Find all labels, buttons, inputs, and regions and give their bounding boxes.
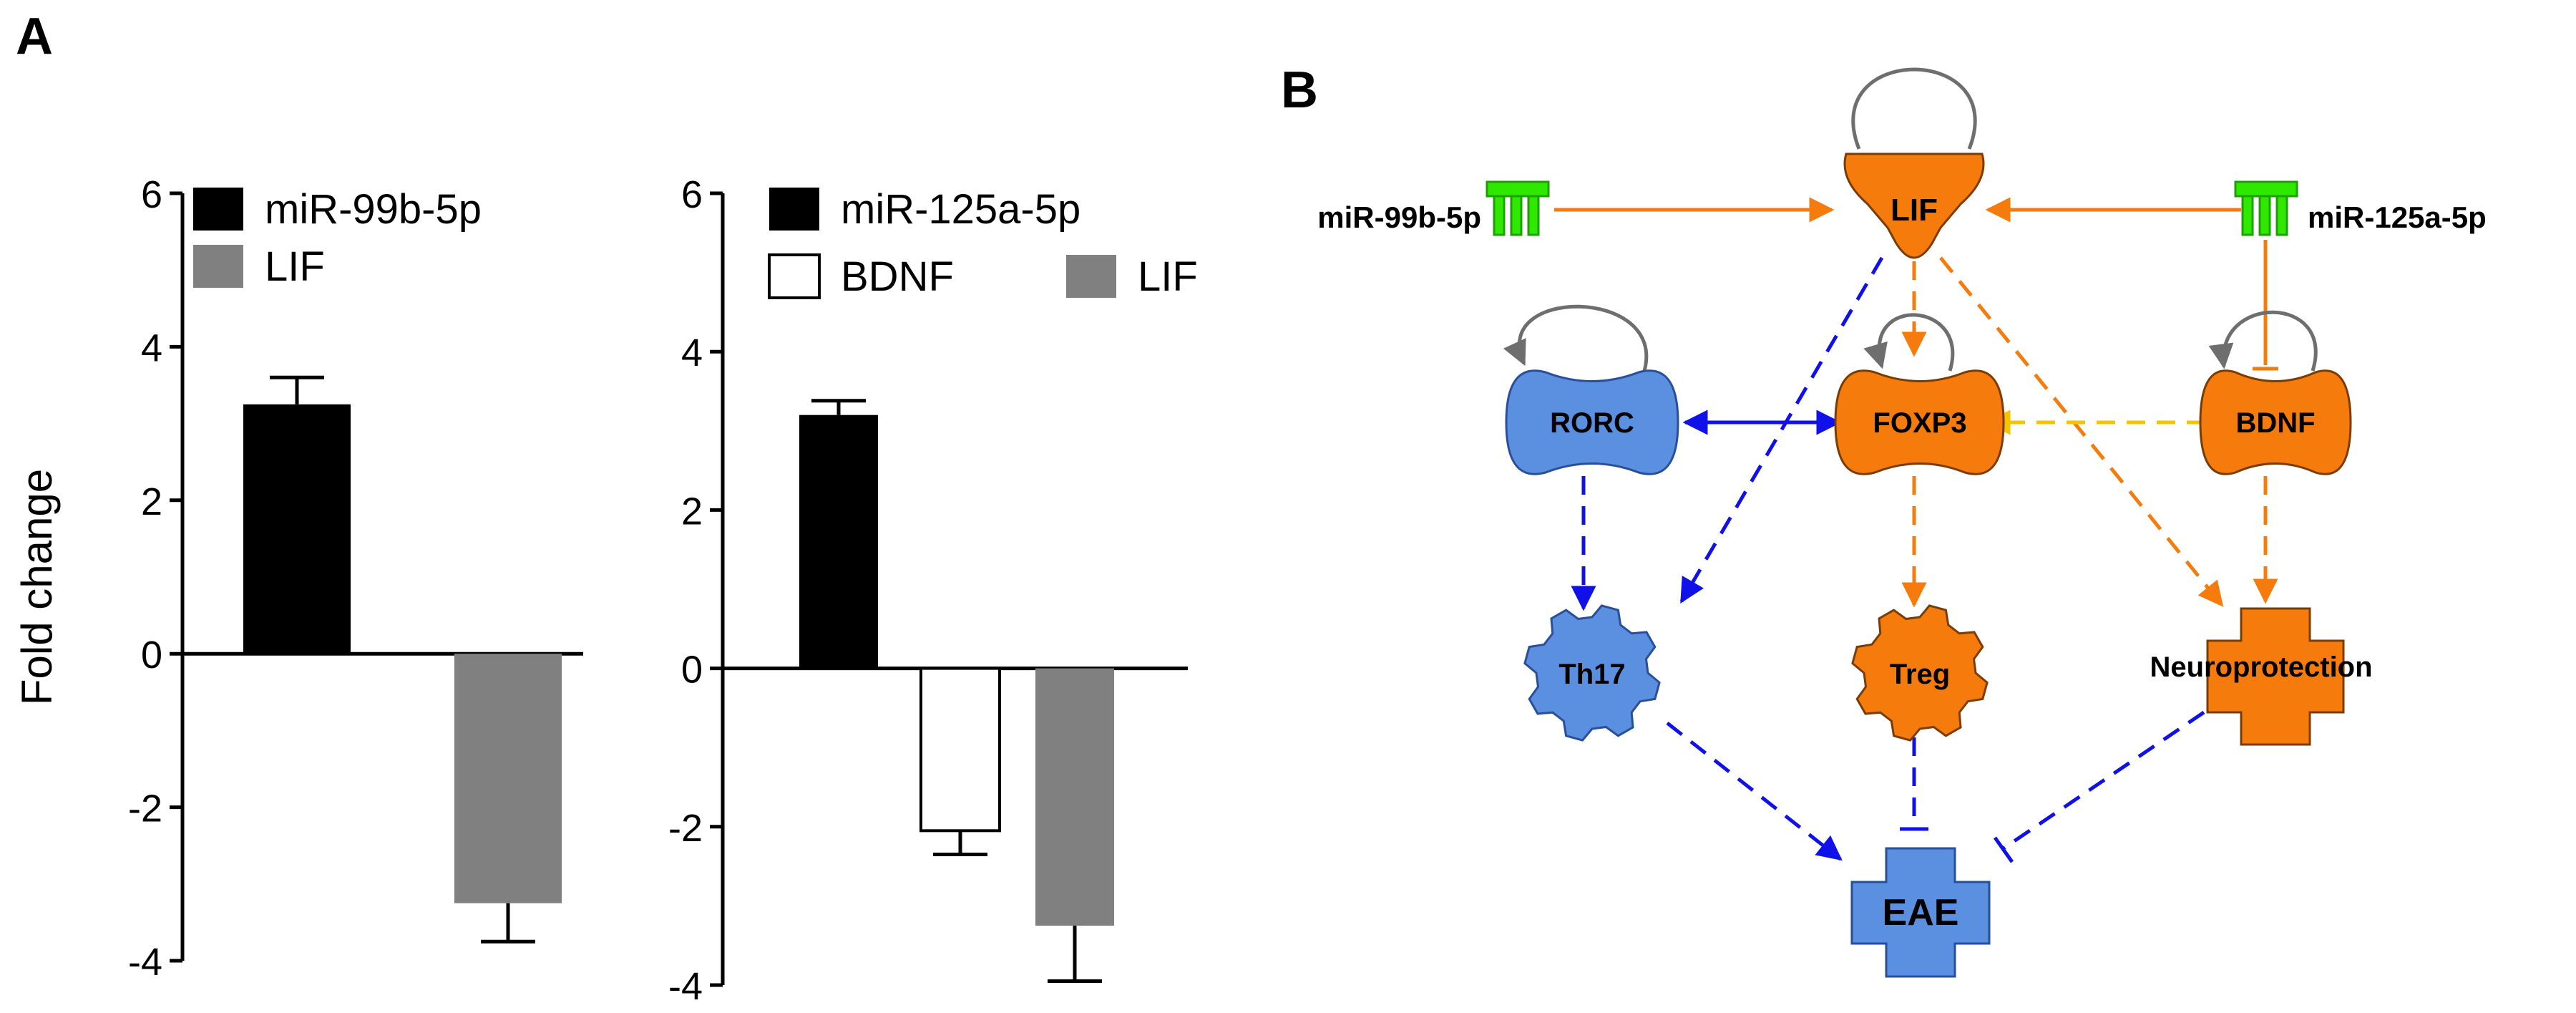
y-tick-label: 4	[141, 326, 162, 369]
mirna-icon-left	[1485, 180, 1550, 236]
legend-label: miR-125a-5p	[841, 186, 1080, 233]
y-tick-label: 2	[681, 490, 703, 533]
rorc-self-loop	[1503, 304, 1649, 372]
legend-label: LIF	[1138, 253, 1198, 300]
node-neuroprotection	[2206, 607, 2345, 746]
legend-swatch	[769, 188, 819, 231]
mirna-label-right: miR-125a-5p	[2308, 200, 2487, 234]
node-rorc	[1505, 369, 1679, 475]
y-tick-label: -2	[668, 807, 703, 850]
legend-label: LIF	[265, 243, 325, 290]
bar-bdnf	[919, 667, 1001, 833]
y-tick-label: -4	[128, 941, 162, 984]
edge-lif-neuroprotection	[1939, 256, 2224, 607]
y-tick-label: 0	[141, 634, 162, 677]
bar-lif	[454, 654, 562, 903]
legend-swatch	[193, 188, 243, 231]
bar-lif	[1035, 668, 1114, 926]
edge-neuroprotection-eae-bar	[1993, 836, 2014, 863]
node-bdnf	[2199, 369, 2352, 475]
node-th17	[1523, 604, 1661, 742]
legend-label: BDNF	[841, 253, 954, 300]
node-treg	[1851, 604, 1989, 742]
bar-mir-125a-5p	[799, 415, 878, 669]
panel-label-b: B	[1281, 62, 1318, 119]
mirna-icon-right	[2234, 180, 2298, 236]
pathway-network: miR-99b-5p miR-125a-5p LIF RORC FOXP3 BD…	[1317, 67, 2487, 978]
node-neuroprotection-label: Neuroprotection	[2150, 651, 2372, 683]
legend-swatch	[768, 253, 821, 299]
legend-label: miR-99b-5p	[265, 186, 482, 233]
y-tick-label: -2	[128, 787, 162, 830]
node-foxp3	[1834, 369, 2005, 475]
edge-neuroprotection-eae	[2002, 710, 2205, 850]
node-eae-label: EAE	[1883, 892, 1959, 934]
panel-label-a: A	[16, 8, 53, 65]
y-tick-label: 2	[141, 480, 162, 523]
mirna-label-left: miR-99b-5p	[1317, 200, 1481, 234]
y-tick-label: 6	[141, 173, 162, 216]
y-tick-label: 0	[681, 649, 703, 692]
y-tick-label: 4	[681, 331, 703, 374]
legend-swatch	[193, 245, 243, 288]
node-eae	[1850, 847, 1991, 978]
y-axis-label: Fold change	[13, 469, 61, 705]
node-th17-label: Th17	[1558, 659, 1625, 690]
bar-mir-99b-5p	[243, 404, 351, 654]
node-lif	[1843, 152, 1985, 259]
node-rorc-label: RORC	[1550, 407, 1634, 439]
y-tick-label: -4	[668, 965, 703, 1008]
lif-self-loop	[1851, 67, 1977, 150]
node-bdnf-label: BDNF	[2235, 407, 2315, 439]
legend-swatch	[1066, 255, 1116, 298]
node-foxp3-label: FOXP3	[1873, 407, 1966, 439]
foxp3-self-loop	[1863, 313, 1955, 372]
edge-th17-eae	[1666, 722, 1843, 861]
node-treg-label: Treg	[1890, 659, 1950, 690]
y-tick-label: 6	[681, 173, 703, 216]
node-lif-label: LIF	[1890, 193, 1938, 228]
bdnf-self-loop	[2208, 310, 2318, 372]
